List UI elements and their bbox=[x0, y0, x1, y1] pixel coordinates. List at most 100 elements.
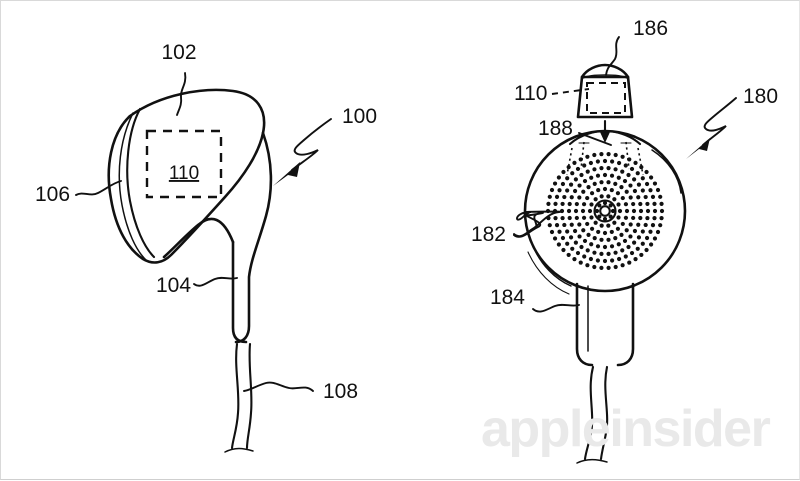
grille-dot bbox=[658, 223, 663, 228]
grille-dot bbox=[631, 215, 636, 221]
grille-dot bbox=[566, 252, 571, 258]
grille-dot bbox=[572, 257, 577, 262]
stem-left-edge bbox=[231, 240, 248, 344]
grille-dot bbox=[581, 215, 587, 220]
grille-dot bbox=[643, 222, 648, 228]
grille-dot bbox=[616, 202, 621, 207]
grille-dot bbox=[636, 235, 642, 240]
grille-dot bbox=[636, 182, 642, 187]
grille-dot bbox=[610, 208, 616, 214]
grille-dot bbox=[589, 215, 594, 220]
grille-dot bbox=[580, 208, 586, 214]
grille-dot bbox=[549, 229, 555, 235]
cable-right-edge-right-fig bbox=[599, 365, 609, 461]
grille-dot bbox=[612, 220, 617, 225]
grille-dot bbox=[616, 256, 622, 262]
grille-dot bbox=[589, 226, 595, 231]
grille-dot bbox=[560, 215, 565, 221]
cable-left-edge-right-fig bbox=[583, 365, 595, 461]
grille-dot bbox=[561, 247, 566, 253]
grille-dot bbox=[565, 229, 570, 234]
stem-right-edge bbox=[234, 131, 273, 344]
grille-dot bbox=[644, 247, 649, 253]
grille-dot bbox=[589, 202, 594, 207]
grille-dot bbox=[577, 234, 582, 239]
grille-dot bbox=[615, 191, 621, 196]
grille-dot bbox=[585, 248, 590, 253]
grille-dot bbox=[567, 201, 572, 207]
recess-depth-line-2 bbox=[580, 141, 585, 170]
grille-dot bbox=[554, 194, 560, 200]
grille-dot bbox=[659, 208, 665, 214]
housing-inner-arc-lower-left bbox=[532, 245, 572, 287]
grille-dot bbox=[613, 264, 618, 270]
grille-dot bbox=[623, 215, 629, 220]
grille-dot bbox=[640, 241, 645, 246]
grille-dot bbox=[602, 172, 608, 178]
leader-180-squiggle bbox=[702, 97, 737, 146]
grille-dot bbox=[599, 194, 604, 199]
internal-component-dashed-box bbox=[145, 129, 223, 199]
grille-dot bbox=[579, 172, 584, 178]
grille-dot bbox=[609, 244, 615, 249]
grille-dot bbox=[635, 246, 640, 251]
grille-dot bbox=[599, 265, 604, 270]
grille-dot bbox=[557, 229, 562, 234]
grille-dot bbox=[582, 254, 587, 259]
grille-dot bbox=[638, 215, 643, 221]
grille-dot bbox=[556, 242, 561, 247]
grille-dot bbox=[640, 229, 645, 234]
leader-110-right bbox=[551, 88, 590, 95]
grille-dot bbox=[575, 166, 581, 172]
grille-dot bbox=[568, 235, 574, 240]
grille-dot bbox=[595, 159, 600, 164]
grille-dot bbox=[585, 263, 590, 268]
grille-dot bbox=[650, 194, 656, 200]
grille-dot bbox=[567, 215, 572, 221]
grille-dot bbox=[602, 258, 608, 264]
grille-dot bbox=[569, 222, 574, 227]
grille-dot bbox=[596, 187, 601, 193]
ref-188: 188 bbox=[538, 117, 573, 140]
arrowhead-100 bbox=[273, 162, 300, 186]
grille-dot bbox=[560, 181, 566, 187]
grille-dot bbox=[620, 221, 625, 227]
stem-left-side bbox=[575, 282, 594, 367]
grille-dot bbox=[620, 248, 625, 253]
grille-dot bbox=[640, 188, 645, 193]
grille-dot bbox=[566, 164, 571, 170]
grille-dot bbox=[636, 195, 641, 200]
grille-dot bbox=[616, 242, 621, 247]
grille-dot bbox=[587, 208, 593, 214]
grille-dot bbox=[627, 157, 632, 162]
grille-dot bbox=[631, 201, 636, 207]
grille-dot bbox=[624, 228, 629, 233]
grille-dot bbox=[556, 175, 561, 180]
grille-dot bbox=[640, 176, 645, 181]
grille-dot bbox=[585, 154, 590, 159]
grille-dot bbox=[609, 173, 615, 178]
grille-dot bbox=[552, 181, 558, 186]
grille-dot bbox=[619, 185, 624, 190]
grille-dot bbox=[599, 223, 604, 228]
grille-dot bbox=[615, 226, 621, 231]
grille-dot bbox=[599, 251, 604, 256]
grille-dot bbox=[606, 180, 611, 185]
ref-108: 108 bbox=[323, 380, 358, 403]
grille-dot bbox=[562, 194, 567, 200]
leader-186 bbox=[605, 36, 620, 76]
leader-104 bbox=[193, 276, 238, 287]
grille-dot bbox=[575, 250, 581, 256]
grille-dot bbox=[624, 189, 629, 194]
grille-dot bbox=[546, 201, 551, 206]
insert-module-cap bbox=[580, 63, 630, 79]
grille-dot bbox=[613, 236, 618, 241]
grille-dot bbox=[620, 263, 625, 268]
leader-106 bbox=[75, 180, 122, 196]
grille-dot bbox=[599, 237, 604, 242]
grille-dot bbox=[599, 166, 604, 171]
grille-dot bbox=[599, 180, 604, 185]
